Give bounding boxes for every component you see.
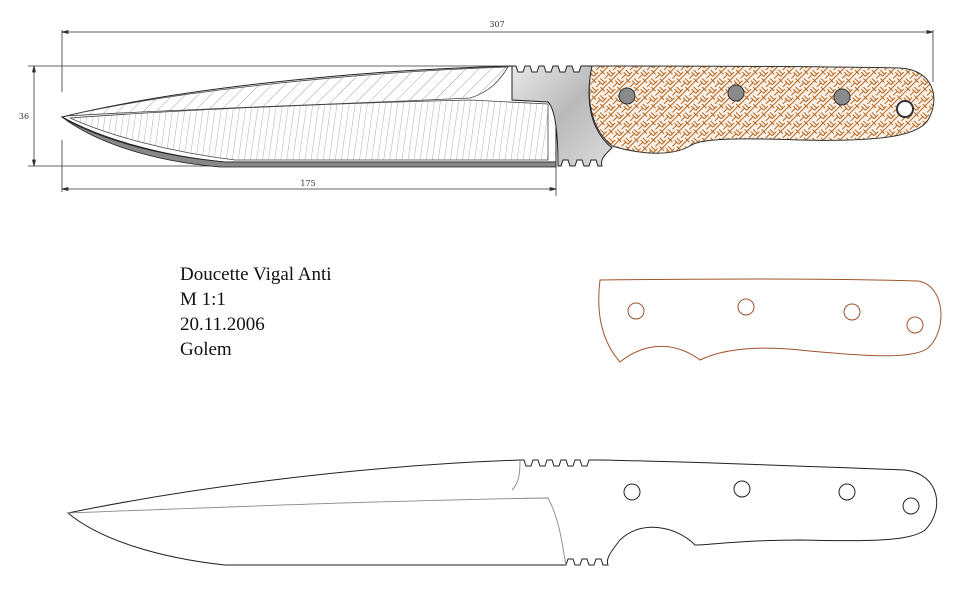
top-bolster — [511, 65, 613, 167]
knife-name: Doucette Vigal Anti — [180, 264, 332, 285]
bottom-grind-line — [67, 497, 567, 566]
bottom-pin-hole-1 — [623, 483, 641, 501]
top-handle-scale — [588, 65, 935, 154]
top-blade-edge-bevel — [61, 116, 557, 168]
handle-hole-4 — [906, 316, 924, 334]
bottom-knife-outline — [66, 459, 938, 566]
top-blade-grind-hatch — [69, 99, 549, 161]
handle-scale-outline — [598, 278, 942, 363]
height-label: 36 — [19, 112, 29, 121]
handle-scale-view — [598, 278, 942, 363]
overall-length-dimension — [61, 29, 934, 92]
blade-length-dimension — [61, 140, 557, 196]
handle-hole-2 — [737, 298, 755, 316]
top-knife-view: 307 36 175 — [19, 20, 935, 196]
top-pin-hole-1 — [618, 87, 636, 105]
title-block: Doucette Vigal Anti M 1:1 20.11.2006 Gol… — [180, 262, 332, 362]
handle-hole-3 — [843, 303, 861, 321]
bottom-swedge-line — [511, 459, 521, 491]
blade-length-label: 175 — [300, 179, 315, 188]
handle-hole-1 — [627, 302, 645, 320]
drawing-date: 20.11.2006 — [180, 314, 265, 335]
top-pin-hole-3 — [833, 88, 851, 106]
top-pin-hole-2 — [727, 84, 745, 102]
bottom-pin-hole-3 — [838, 483, 856, 501]
author-name: Golem — [180, 339, 232, 360]
overall-length-label: 307 — [489, 20, 504, 29]
bottom-knife-view — [66, 459, 938, 566]
bottom-lanyard-hole — [902, 497, 920, 515]
scale-label: M 1:1 — [180, 289, 226, 310]
top-lanyard-hole — [896, 100, 914, 118]
bottom-pin-hole-2 — [733, 480, 751, 498]
